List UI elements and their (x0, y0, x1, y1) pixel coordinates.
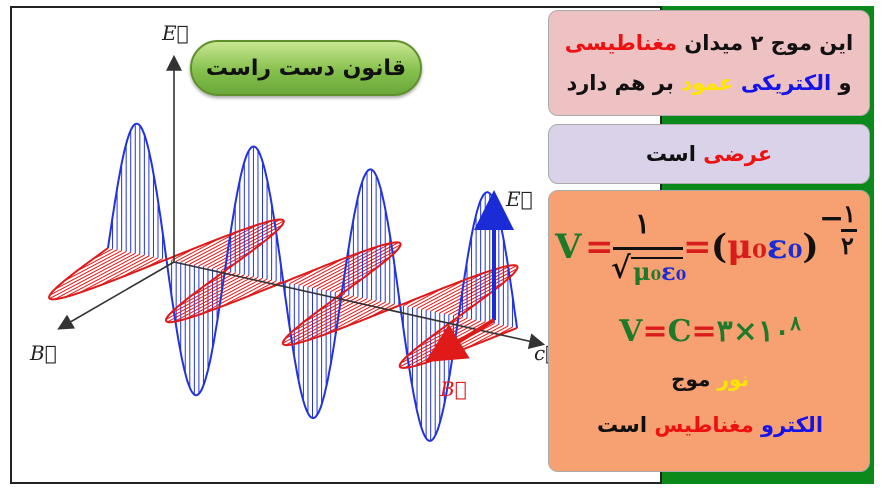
paren-mu: μ (727, 227, 752, 267)
transverse-word: عرضی (703, 142, 772, 166)
light-line2: الکترو مغناطیس است (549, 413, 871, 437)
b-field-hatch (64, 251, 122, 281)
den-mu: μ (633, 257, 651, 286)
box1-line2: و الکتریکی عمود بر هم دارد (549, 63, 869, 103)
badge-text: قانون دست راست (206, 56, 406, 81)
exponent-denominator: ۲ (841, 231, 854, 260)
b-field-hatch (181, 231, 241, 263)
box1-text-va: و (831, 71, 851, 95)
box1-word-magnetic: مغناطیسی (565, 31, 677, 55)
box1-line1: این موج ۲ میدان مغناطیسی (549, 23, 869, 63)
paren-eps: ε (767, 227, 788, 267)
formula-numerator: ۱ (635, 207, 650, 240)
paren-open: ( (711, 227, 727, 267)
vc-eq2: = (691, 314, 716, 349)
paren-sub2: ₀ (788, 227, 803, 267)
right-hand-rule-badge: قانون دست راست (190, 40, 422, 96)
speed-formula: V = ۱ √ μ₀ε₀ = (μ₀ε₀) − ۱ ۲ (555, 205, 871, 295)
b-field-hatch (201, 279, 267, 314)
transverse-box: عرضی است (548, 124, 870, 184)
b-field-hatch (285, 298, 362, 339)
b-field-hatch (77, 250, 117, 271)
magnetism-word: مغناطیس (654, 413, 753, 437)
paren-sub1: ₀ (752, 227, 767, 267)
two-fields-box: این موج ۲ میدان مغناطیسی و الکتریکی عمود… (548, 10, 870, 116)
b-field-hatch (65, 255, 145, 297)
light-ast: است (597, 413, 654, 437)
vc-value: ۳×۱۰ (717, 314, 790, 349)
light-word: نور (717, 367, 749, 391)
box1-space (734, 71, 741, 95)
light-space (754, 413, 761, 437)
fraction-bar (613, 247, 683, 250)
speed-box: V = ۱ √ μ₀ε₀ = (μ₀ε₀) − ۱ ۲ V=C=۳×۱۰۸ نو… (548, 190, 870, 472)
b-field-hatch (294, 259, 342, 284)
box1-word-electric: الکتریکی (741, 71, 831, 95)
e-small-label: E⃗ (505, 187, 533, 211)
wave-word: موج (671, 367, 717, 391)
electro-word: الکترو (761, 413, 823, 437)
vc-v: V (619, 314, 642, 349)
b-field-hatch (203, 225, 282, 267)
exponent-numerator: ۱ (843, 199, 856, 228)
transverse-rest: است (646, 142, 703, 166)
formula-paren-group: (μ₀ε₀) (711, 227, 819, 267)
b-small-label: B⃗ (439, 377, 467, 401)
e-axis-label: E⃗ (161, 21, 189, 45)
b-field-hatch (303, 246, 379, 286)
box1-text-end: بر هم دارد (566, 71, 681, 95)
sqrt-sign: √ (611, 251, 631, 286)
speed-value-line: V=C=۳×۱۰۸ (549, 311, 871, 349)
b-field-hatch (322, 250, 398, 290)
den-eps: ε (661, 257, 676, 286)
formula-v: V (555, 227, 581, 267)
b-field-hatch (417, 273, 485, 309)
box1-text-a: این موج ۲ میدان (677, 31, 853, 55)
den-sub1: ₀ (651, 257, 662, 286)
paren-close: ) (802, 227, 818, 267)
box1-word-perpendicular: عمود (681, 71, 733, 95)
b-field-hatch (55, 254, 140, 299)
vc-c: C (668, 314, 692, 349)
b-field-hatch (208, 232, 276, 268)
formula-eq2: = (683, 227, 712, 267)
formula-denominator: μ₀ε₀ (633, 257, 686, 286)
b-axis-label: B⃗ (29, 341, 57, 365)
light-line1: نور موج (549, 367, 871, 391)
vc-eq1: = (642, 314, 667, 349)
vc-power: ۸ (790, 311, 801, 335)
formula-eq1: = (585, 227, 614, 267)
